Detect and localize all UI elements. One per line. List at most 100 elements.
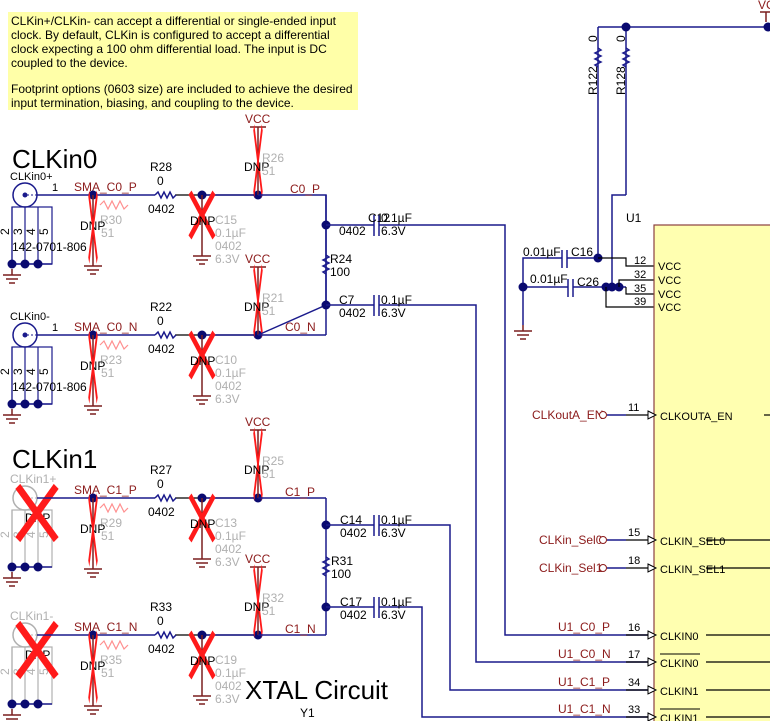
net-label-sma: SMA_C0_N [74, 320, 137, 334]
c14-value: 0.1µF [381, 513, 412, 527]
pullup-ref: R21 [262, 291, 284, 305]
u1-pin-name: VCC [658, 275, 681, 287]
u1-body [653, 224, 770, 721]
ground-icon [192, 249, 212, 265]
channel-clkin1p: 2345CLKin1+DNPSMA_C1_PR2951DNPR2700402DN… [0, 415, 284, 587]
dnp-cross-mark [15, 620, 59, 680]
junction-dot [518, 282, 528, 292]
c26-ref: C26 [577, 275, 599, 289]
design-note-paragraph-1: CLKin+/CLKin- can accept a differential … [11, 14, 336, 70]
ground-icon [83, 399, 103, 415]
u1-pin-name: VCC [658, 261, 681, 273]
connector-pin-number: 5 [37, 668, 51, 675]
u1-pin-number: 39 [634, 296, 646, 308]
junction-dot [7, 399, 17, 409]
connector-pin-number: 5 [37, 228, 51, 235]
dnp-label: DNP [190, 214, 215, 228]
net-c1-p: C1_P [285, 485, 315, 499]
cap-pkg: 0402 [215, 542, 242, 556]
dnp-cross-mark [88, 630, 98, 704]
c16-value: 0.01µF [523, 245, 561, 259]
junction-dot [20, 699, 30, 709]
port-icon [599, 564, 607, 572]
u1-pin-number: 17 [628, 649, 640, 661]
u1-pin-number: 34 [628, 677, 640, 689]
c12-voltage: 6.3V [381, 224, 406, 238]
series-resistor-value: 0 [157, 314, 164, 328]
cap-pkg: 0402 [215, 379, 242, 393]
c14-pkg: 0402 [340, 526, 367, 540]
net-vcc-top: VCC [758, 0, 770, 12]
channel-clkin0n: 2345CLKin0-1142-0701-806SMA_C0_NR2351DNP… [0, 252, 284, 424]
r122-symbol [593, 47, 603, 68]
junction-dot [33, 699, 43, 709]
series-resistor-value: 0 [157, 614, 164, 628]
dnp-cross-mark [253, 124, 263, 198]
resistor-ghost-icon [99, 639, 129, 651]
u1-input-net-label: U1_C1_P [558, 675, 610, 689]
cap-voltage: 6.3V [215, 692, 240, 706]
design-note-paragraph-2: Footprint options (0603 size) are includ… [11, 82, 353, 110]
dnp-cross-mark [188, 493, 216, 543]
dnp-label: DNP [244, 300, 269, 314]
connector-pin-1: 1 [52, 322, 58, 334]
u1-input-net-label: U1_C0_N [558, 647, 611, 661]
section-title-xtal: XTAL Circuit [245, 675, 389, 705]
ground-icon [2, 408, 22, 424]
series-resistor-ref: R33 [150, 600, 172, 614]
connector-pin-number: 2 [0, 668, 12, 675]
connector-pin-number: 4 [24, 368, 38, 375]
u1-pin-number: 32 [634, 269, 646, 281]
r31-value: 100 [331, 567, 351, 581]
connector-name: CLKin1- [10, 609, 53, 623]
resistor-value: 51 [101, 226, 115, 240]
connector-pin-number: 2 [0, 531, 12, 538]
dnp-label: DNP [190, 354, 215, 368]
ground-icon [192, 389, 212, 405]
u1-pin-name: VCC [658, 289, 681, 301]
ground-icon [83, 259, 103, 275]
junction-dot [763, 22, 770, 32]
cap-voltage: 6.3V [215, 392, 240, 406]
dnp-cross-mark [188, 630, 216, 680]
junction-dot [607, 282, 617, 292]
u1-pin-name: CLKIN_SEL0 [660, 536, 725, 548]
series-resistor-pkg: 0402 [148, 342, 175, 356]
input-arrow-icon [647, 535, 658, 545]
connector-pin-number: 5 [37, 531, 51, 538]
net-vcc: VCC [245, 252, 271, 266]
cap-value: 0.1µF [215, 366, 246, 380]
net-label-sma: SMA_C1_N [74, 620, 137, 634]
cap-voltage: 6.3V [215, 252, 240, 266]
dnp-cross-mark [188, 330, 216, 380]
series-resistor-ref: R27 [150, 463, 172, 477]
connector-name: CLKin0+ [10, 171, 53, 183]
cap-value: 0.1µF [215, 529, 246, 543]
series-resistor-icon [154, 330, 177, 340]
input-arrow-icon [647, 712, 658, 721]
pullup-ref: R25 [262, 454, 284, 468]
junction-dot [7, 699, 17, 709]
dnp-label: DNP [244, 463, 269, 477]
u1-input-net-label: U1_C0_P [558, 620, 610, 634]
c12-ref: C12 [368, 211, 390, 225]
junction-dot [7, 562, 17, 572]
series-resistor-ref: R28 [150, 160, 172, 174]
series-resistor-value: 0 [157, 174, 164, 188]
input-arrow-icon [647, 657, 658, 667]
control-net-label: CLKin_Sel1 [539, 561, 603, 575]
junction-dot [621, 22, 631, 32]
dnp-label: DNP [190, 517, 215, 531]
u1-pin-number: 18 [628, 555, 640, 567]
control-net-label: CLKin_Sel0 [539, 533, 603, 547]
c14-voltage: 6.3V [381, 526, 406, 540]
ground-icon [2, 571, 22, 587]
connector-part-number: 142-0701-806 [12, 240, 87, 254]
net-c0-n: C0_N [285, 320, 316, 334]
section-title-clkin1: CLKin1 [12, 444, 97, 474]
u1-pin-name: CLKIN_SEL1 [660, 564, 725, 576]
control-net-label: CLKoutA_EN [532, 408, 603, 422]
resistor-ref: R35 [100, 653, 122, 667]
